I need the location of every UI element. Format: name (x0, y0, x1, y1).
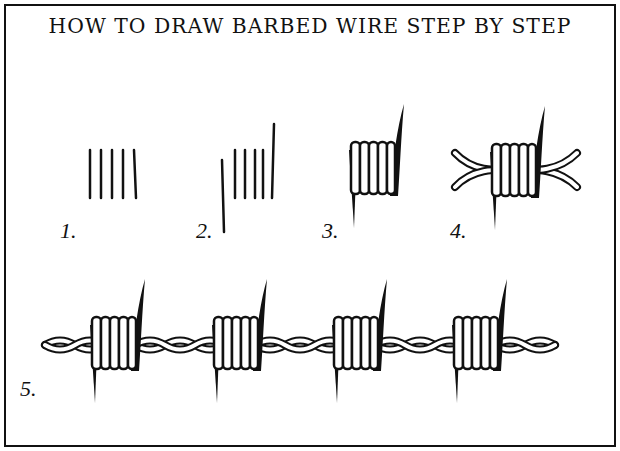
step-number: 2. (196, 218, 213, 244)
barb (332, 279, 387, 403)
step-number: 1. (60, 218, 77, 244)
step-two-lines (222, 124, 274, 232)
step-one-lines (90, 150, 136, 198)
barb (490, 106, 545, 230)
barb (212, 279, 267, 403)
step-number: 3. (322, 218, 339, 244)
barb (90, 279, 145, 403)
barb (452, 279, 507, 403)
barb (349, 104, 404, 228)
step-number: 5. (20, 376, 37, 402)
title-heading: HOW TO DRAW BARBED WIRE STEP BY STEP (0, 14, 620, 38)
step-number: 4. (450, 218, 467, 244)
